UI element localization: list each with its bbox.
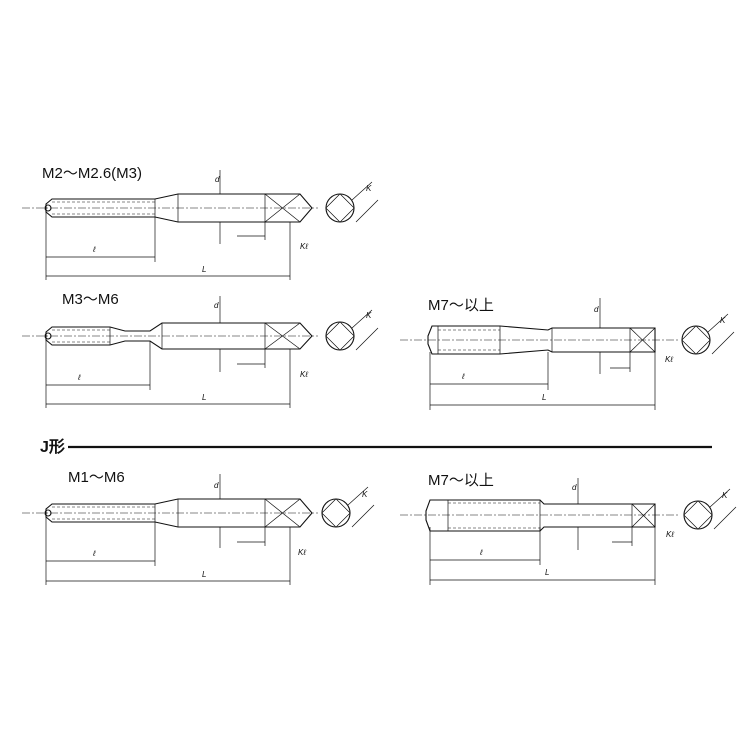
dim-L-label: L [545, 568, 549, 577]
dim-L-label: L [542, 393, 546, 402]
dim-k-label: K [720, 316, 726, 325]
tap-drawing-j-m1-m6: M1～M6 d Kℓ ℓ L K [22, 469, 375, 585]
j-type-label: J形 [40, 437, 65, 456]
dim-l-label: ℓ [77, 373, 81, 382]
dim-l-label: ℓ [461, 372, 465, 381]
tap-drawing-m2-m2-6: M2～M2.6(M3) d Kℓ ℓ L K [22, 165, 379, 280]
dim-d-label: d [215, 175, 220, 184]
dim-L-label: L [202, 570, 206, 579]
dim-L-label: L [202, 265, 206, 274]
j-type-section-header: J形 [40, 437, 712, 456]
dim-k-label: K [366, 184, 372, 193]
dim-l-label: ℓ [92, 245, 96, 254]
dim-k-label: K [366, 311, 372, 320]
drawing-title: M7～以上 [428, 297, 494, 314]
dim-d-label: d [214, 481, 219, 490]
dim-d-label: d [572, 483, 577, 492]
drawing-title: M2～M2.6(M3) [42, 165, 142, 182]
dim-L-label: L [202, 393, 206, 402]
tap-drawing-m7-up: M7～以上 d Kℓ ℓ L K [400, 297, 735, 410]
dim-l-label: ℓ [479, 548, 483, 557]
dim-kl-label: Kℓ [298, 548, 306, 557]
dim-l-label: ℓ [92, 549, 96, 558]
dim-d-label: d [214, 301, 219, 310]
tap-drawing-m3-m6: M3～M6 d Kℓ ℓ L K [22, 291, 379, 408]
dim-d-label: d [594, 305, 599, 314]
dim-k-label: K [722, 491, 728, 500]
dim-kl-label: Kℓ [665, 355, 673, 364]
drawing-title: M3～M6 [62, 291, 119, 308]
drawing-title: M1～M6 [68, 469, 125, 486]
drawing-title: M7～以上 [428, 472, 494, 489]
tap-drawing-j-m7-up: M7～以上 d Kℓ ℓ L K [400, 472, 737, 585]
dim-k-label: K [362, 490, 368, 499]
dim-kl-label: Kℓ [300, 242, 308, 251]
dim-kl-label: Kℓ [300, 370, 308, 379]
dim-kl-label: Kℓ [666, 530, 674, 539]
